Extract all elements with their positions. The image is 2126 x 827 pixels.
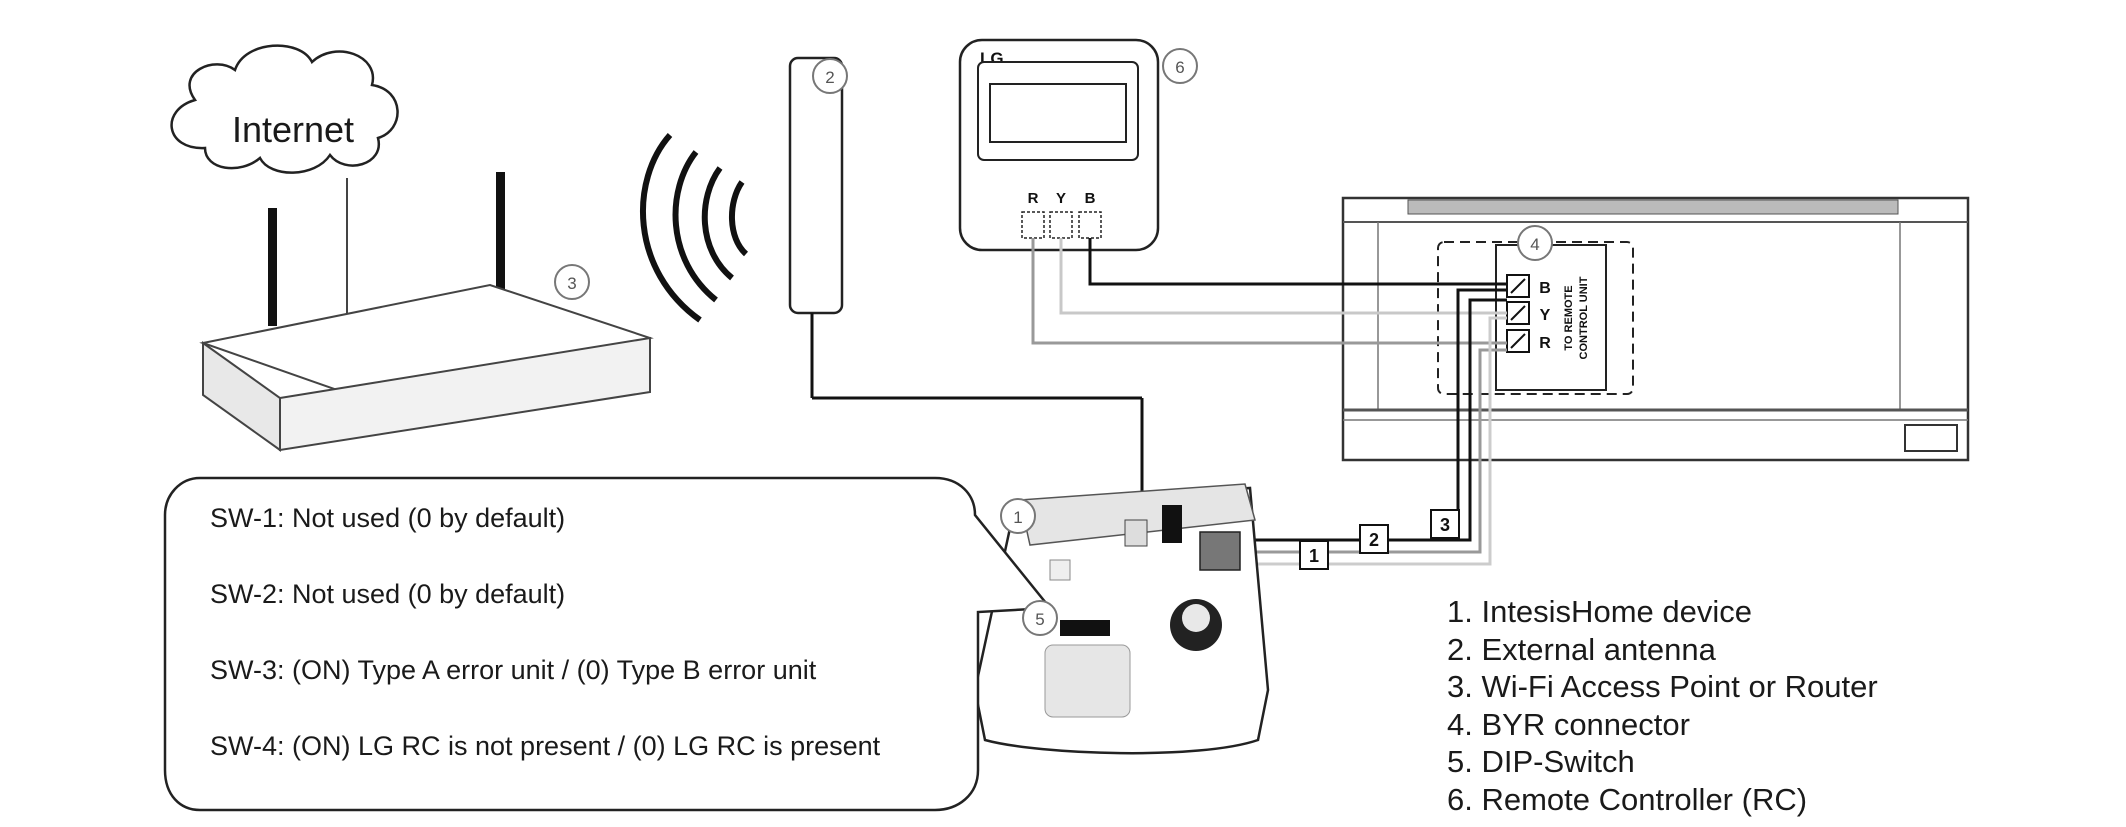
wire-tag-3: 3 <box>1430 509 1460 539</box>
remote-controller: LG R Y B <box>958 38 1160 252</box>
marker-4-label: 4 <box>1530 235 1539 254</box>
internet-cloud: Internet <box>170 44 399 174</box>
wire-tag-1: 1 <box>1299 540 1329 570</box>
legend-item-3: 3. Wi-Fi Access Point or Router <box>1447 669 1878 704</box>
marker-6-label: 6 <box>1175 58 1184 77</box>
wire-tag-3-label: 3 <box>1440 515 1450 535</box>
dip-switch-note-2: SW-2: Not used (0 by default) <box>210 579 566 609</box>
marker-6: 6 <box>1162 48 1198 84</box>
connector-label-y: Y <box>1540 307 1551 324</box>
remote-terminal-label-b: B <box>1085 190 1096 207</box>
connector-label-r: R <box>1539 335 1551 352</box>
wire-2-black <box>1220 298 1507 542</box>
dip-switch-note-1: SW-1: Not used (0 by default) <box>210 503 566 533</box>
wire-b-black <box>1088 238 1507 286</box>
indoor-unit <box>1341 196 1970 462</box>
dip-switch-note-4: SW-4: (ON) LG RC is not present / (0) LG… <box>210 731 881 761</box>
dip-switch-note-3: SW-3: (ON) Type A error unit / (0) Type … <box>210 655 817 685</box>
remote-terminal-y <box>1049 211 1073 239</box>
intesishome-device <box>973 483 1270 755</box>
wifi-router <box>199 172 654 452</box>
connector-label-b: B <box>1539 280 1551 297</box>
device-chip <box>1162 505 1182 543</box>
device-label-pad <box>1044 644 1131 718</box>
connector-caption-line-1: TO REMOTE <box>1563 285 1575 350</box>
marker-2-label: 2 <box>825 68 834 87</box>
internet-label: Internet <box>232 109 354 150</box>
wire-r-grey <box>1031 238 1507 345</box>
wire-tag-2-label: 2 <box>1369 530 1379 550</box>
marker-1-label: 1 <box>1013 508 1022 527</box>
legend-item-5: 5. DIP-Switch <box>1447 744 1635 779</box>
marker-1: 1 <box>1000 498 1036 534</box>
remote-wires <box>1031 238 1507 345</box>
legend-item-6: 6. Remote Controller (RC) <box>1447 782 1808 817</box>
wire-3-black <box>1456 288 1507 512</box>
device-wires <box>1220 288 1507 566</box>
wire-tag-1-label: 1 <box>1309 546 1319 566</box>
wire-y-light <box>1059 238 1507 315</box>
remote-terminal-r <box>1021 211 1045 239</box>
dip-switch <box>1060 620 1110 636</box>
router-antenna-left <box>268 208 277 326</box>
wire-1-grey <box>1220 348 1507 554</box>
remote-terminal-label-y: Y <box>1056 190 1066 207</box>
router-antenna-right <box>496 172 505 290</box>
byr-connector: B Y R TO REMOTE CONTROL UNIT <box>1495 244 1607 391</box>
external-antenna <box>788 56 1144 498</box>
marker-3-label: 3 <box>567 274 576 293</box>
device-connector-block <box>1199 531 1241 571</box>
legend-item-4: 4. BYR connector <box>1447 707 1690 742</box>
marker-5-label: 5 <box>1035 610 1044 629</box>
wire-1-light <box>1220 316 1507 566</box>
remote-terminal-b <box>1078 211 1102 239</box>
callout-bubble <box>163 476 1053 812</box>
remote-screen-inner <box>989 83 1127 143</box>
connector-caption-line-2: CONTROL UNIT <box>1578 276 1590 359</box>
device-component <box>1124 519 1148 547</box>
wireless-waves <box>639 133 749 323</box>
legend-item-2: 2. External antenna <box>1447 632 1716 667</box>
remote-terminal-label-r: R <box>1028 190 1039 207</box>
legend-item-1: 1. IntesisHome device <box>1447 594 1752 629</box>
marker-5: 5 <box>1022 600 1058 636</box>
marker-4: 4 <box>1517 225 1553 261</box>
wire-tag-2: 2 <box>1359 524 1389 554</box>
marker-2: 2 <box>812 58 848 94</box>
marker-3: 3 <box>554 264 590 300</box>
